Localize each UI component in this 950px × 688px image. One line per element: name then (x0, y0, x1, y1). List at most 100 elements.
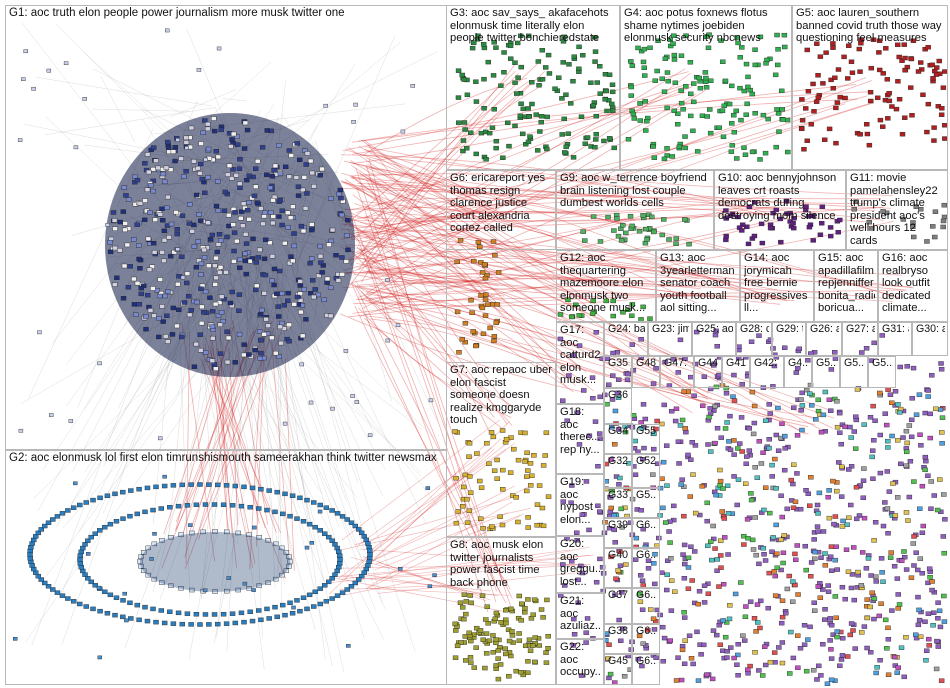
vertex-thumbnail-icon (774, 32, 780, 38)
vertex-thumbnail-icon (307, 158, 314, 164)
edge (343, 216, 806, 435)
vertex-thumbnail-icon (834, 399, 840, 404)
vertex-thumbnail-icon (294, 516, 300, 521)
vertex-thumbnail-icon (833, 544, 839, 549)
vertex-thumbnail-icon (671, 52, 678, 58)
edge (367, 183, 867, 223)
vertex-thumbnail-icon (262, 237, 269, 242)
group-label: G7: aoc repaoc uber elon fascist someone… (450, 364, 552, 427)
vertex-thumbnail-icon (770, 535, 776, 540)
vertex-thumbnail-icon (317, 586, 323, 591)
vertex-thumbnail-icon (886, 90, 892, 96)
vertex-thumbnail-icon (681, 661, 688, 667)
vertex-thumbnail-icon (17, 138, 23, 142)
vertex-thumbnail-icon (240, 201, 247, 206)
vertex-thumbnail-icon (776, 129, 782, 134)
vertex-thumbnail-icon (929, 373, 935, 378)
vertex-thumbnail-icon (837, 410, 843, 416)
vertex-thumbnail-icon (851, 597, 857, 603)
vertex-thumbnail-icon (385, 278, 390, 282)
vertex-thumbnail-icon (830, 45, 836, 50)
edge (356, 187, 497, 603)
vertex-thumbnail-icon (312, 589, 318, 595)
vertex-thumbnail-icon (868, 65, 874, 71)
vertex-thumbnail-icon (186, 293, 192, 299)
vertex-thumbnail-icon (661, 156, 668, 162)
vertex-thumbnail-icon (175, 247, 180, 252)
vertex-thumbnail-icon (250, 236, 256, 242)
vertex-thumbnail-icon (175, 281, 181, 287)
vertex-thumbnail-icon (460, 148, 466, 154)
vertex-thumbnail-icon (664, 70, 671, 75)
vertex-thumbnail-icon (184, 611, 191, 616)
vertex-thumbnail-icon (827, 638, 833, 643)
vertex-thumbnail-icon (748, 491, 754, 496)
vertex-thumbnail-icon (788, 629, 794, 635)
vertex-thumbnail-icon (297, 608, 303, 614)
vertex-thumbnail-icon (938, 366, 945, 372)
vertex-thumbnail-icon (151, 541, 158, 547)
vertex-thumbnail-icon (931, 493, 937, 498)
vertex-thumbnail-icon (238, 215, 244, 221)
vertex-thumbnail-icon (757, 34, 764, 40)
vertex-thumbnail-icon (120, 295, 127, 301)
group-label: G3: aoc sav_says_ akafacehots elonmusk t… (450, 7, 609, 45)
edge (358, 248, 833, 429)
vertex-thumbnail-icon (861, 466, 867, 471)
vertex-thumbnail-icon (590, 214, 597, 219)
group-cell-g7: G7: aoc repaoc uber elon fascist someone… (446, 362, 556, 537)
group-label: G52: ... (636, 456, 657, 467)
vertex-thumbnail-icon (720, 134, 727, 139)
vertex-thumbnail-icon (828, 677, 835, 683)
vertex-thumbnail-icon (681, 615, 688, 620)
vertex-thumbnail-icon (925, 394, 931, 399)
vertex-thumbnail-icon (480, 42, 487, 47)
vertex-thumbnail-icon (659, 76, 666, 81)
vertex-thumbnail-icon (842, 424, 848, 430)
vertex-thumbnail-icon (798, 397, 804, 402)
vertex-thumbnail-icon (843, 547, 850, 552)
vertex-thumbnail-icon (690, 661, 696, 667)
vertex-thumbnail-icon (304, 545, 310, 550)
group-label: G38: aoc... (608, 626, 629, 637)
vertex-thumbnail-icon (220, 611, 227, 617)
vertex-thumbnail-icon (673, 241, 679, 246)
vertex-thumbnail-icon (625, 137, 632, 142)
vertex-thumbnail-icon (191, 244, 198, 249)
vertex-thumbnail-icon (537, 129, 543, 134)
edge (35, 76, 212, 107)
vertex-thumbnail-icon (491, 107, 497, 112)
vertex-thumbnail-icon (860, 495, 867, 500)
edge (369, 285, 835, 419)
edge (357, 183, 884, 221)
vertex-thumbnail-icon (902, 55, 908, 61)
vertex-thumbnail-icon (904, 440, 910, 446)
vertex-thumbnail-icon (675, 111, 681, 116)
vertex-thumbnail-icon (615, 233, 622, 239)
vertex-thumbnail-icon (107, 521, 114, 527)
vertex-thumbnail-icon (721, 103, 727, 109)
vertex-thumbnail-icon (146, 169, 152, 175)
vertex-thumbnail-icon (279, 602, 286, 608)
vertex-thumbnail-icon (864, 131, 871, 137)
vertex-thumbnail-icon (782, 433, 788, 439)
vertex-thumbnail-icon (147, 210, 153, 215)
vertex-thumbnail-icon (887, 392, 894, 397)
vertex-thumbnail-icon (751, 403, 758, 409)
vertex-thumbnail-icon (915, 567, 921, 573)
vertex-thumbnail-icon (882, 411, 888, 416)
vertex-thumbnail-icon (681, 609, 687, 615)
vertex-thumbnail-icon (917, 556, 924, 561)
vertex-thumbnail-icon (794, 433, 801, 438)
vertex-thumbnail-icon (674, 121, 681, 127)
vertex-thumbnail-icon (688, 91, 694, 97)
group-label: G35: aoc... (608, 358, 629, 369)
group-label: G6: ericareport yes thomas resign claren… (450, 172, 546, 235)
vertex-thumbnail-icon (174, 323, 180, 329)
vertex-thumbnail-icon (117, 219, 123, 225)
vertex-thumbnail-icon (214, 249, 221, 255)
group-label: G6... (636, 520, 657, 531)
vertex-thumbnail-icon (866, 142, 873, 148)
group-cell-g2: G2: aoc elonmusk lol first elon timrunsh… (5, 450, 447, 685)
vertex-thumbnail-icon (916, 617, 923, 623)
